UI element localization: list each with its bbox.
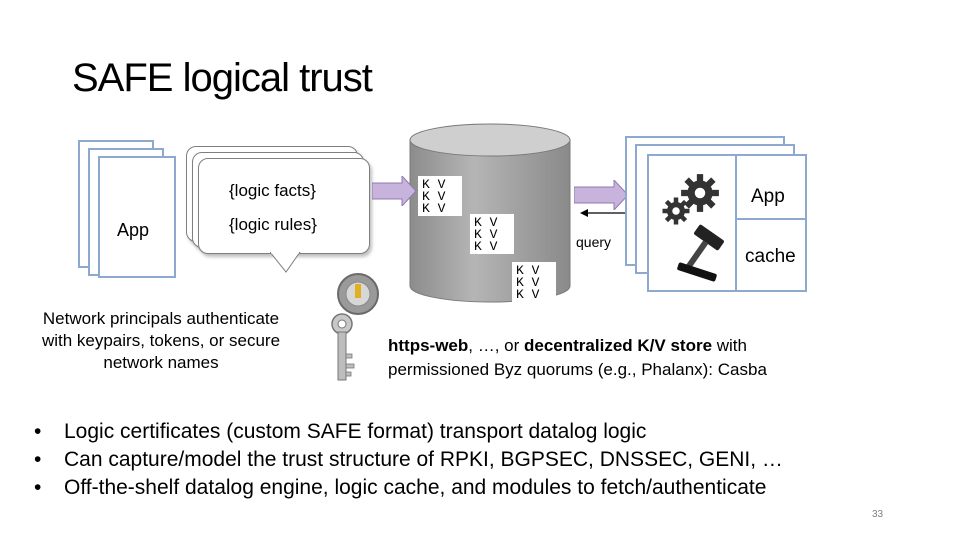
kv-row: K V	[516, 287, 540, 302]
cache-label: cache	[745, 246, 796, 267]
cache-divider-v	[735, 156, 737, 290]
page-number: 33	[872, 509, 884, 520]
arrow-logic-to-store	[372, 176, 417, 206]
principals-caption-line: network names	[103, 353, 219, 372]
bullet-item: Logic certificates (custom SAFE format) …	[34, 418, 934, 446]
logic-bubble-front: {logic facts} {logic rules}	[198, 158, 370, 254]
gear-icon	[662, 197, 690, 225]
store-caption-bold: decentralized K/V store	[524, 336, 713, 355]
arrow-store-to-app	[574, 180, 629, 210]
kv-row: K V	[516, 275, 540, 290]
slide-title: SAFE logical trust	[72, 56, 373, 100]
left-app-stack: App	[78, 140, 188, 280]
kv-row: K V	[422, 201, 446, 216]
kv-row: K V	[474, 227, 498, 242]
cache-divider-h	[735, 218, 807, 220]
principals-caption-line: with keypairs, tokens, or secure	[41, 331, 281, 350]
right-app-label: App	[751, 186, 785, 207]
kv-row: K V	[422, 189, 446, 204]
kv-box-1: K V K V K V	[418, 176, 462, 216]
kv-row: K V	[516, 263, 540, 278]
store-caption: https-web, …, or decentralized K/V store…	[388, 334, 767, 382]
bubble-tail	[270, 252, 301, 273]
kv-row: K V	[422, 177, 446, 192]
principals-caption-line: Network principals authenticate	[42, 309, 280, 328]
logic-facts-label: {logic facts}	[229, 181, 316, 200]
right-app-stack: App cache	[625, 136, 807, 292]
principals-caption: Network principals authenticate with key…	[0, 308, 322, 374]
key-icon	[320, 268, 384, 386]
kv-box-2: K V K V K V	[470, 214, 514, 254]
gear-icon	[681, 174, 719, 212]
logic-bubble-stack: {logic facts} {logic rules}	[180, 146, 380, 276]
kv-row: K V	[474, 215, 498, 230]
store-caption-line: permissioned Byz quorums (e.g., Phalanx)…	[388, 360, 767, 379]
app-page-front: App	[98, 156, 176, 278]
logic-rules-label: {logic rules}	[229, 215, 317, 234]
query-label: query	[576, 234, 612, 250]
bullet-item: Off-the-shelf datalog engine, logic cach…	[34, 474, 934, 502]
store-caption-text: , …, or	[468, 336, 525, 355]
left-app-label: App	[117, 220, 150, 240]
store-caption-bold: https-web	[388, 336, 469, 355]
gavel-icon	[677, 224, 724, 282]
kv-row: K V	[474, 239, 498, 254]
kv-box-3: K V K V K V	[512, 262, 556, 302]
store-caption-text: with	[712, 336, 747, 355]
app-page-front: App cache	[647, 154, 807, 292]
bullet-item: Can capture/model the trust structure of…	[34, 446, 934, 474]
bullet-list: Logic certificates (custom SAFE format) …	[34, 418, 934, 502]
